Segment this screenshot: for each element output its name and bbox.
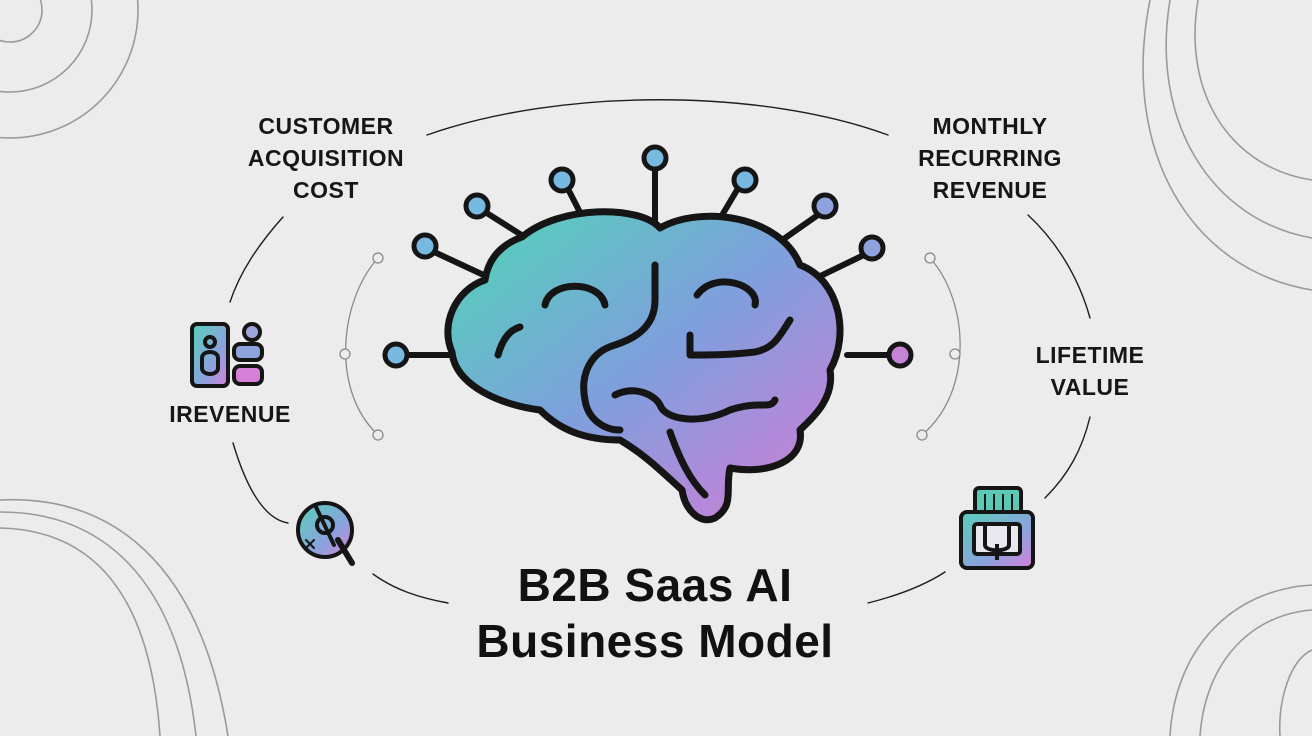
- decor-bottom-left-arcs: [0, 498, 229, 736]
- node-label-line: ACQUISITION: [247, 145, 405, 171]
- network-node: [731, 166, 759, 194]
- network-node: [886, 341, 914, 369]
- node-label-line: CUSTOMER: [258, 113, 394, 139]
- decor-top-right-arcs: [1142, 0, 1312, 291]
- network-node: [548, 166, 576, 194]
- node-label-line: REVENUE: [932, 177, 1048, 203]
- node-label-lifetime-value: LIFETIME VALUE: [1010, 339, 1170, 403]
- brain-folds: [494, 261, 794, 499]
- node-label-monthly-recurring-revenue: MONTHLY RECURRING REVENUE: [880, 110, 1100, 206]
- lock-device-icon: [959, 486, 1035, 570]
- node-label-line: VALUE: [1050, 374, 1130, 400]
- title-line-2: Business Model: [476, 615, 834, 667]
- magnifier-icon: [296, 501, 355, 566]
- node-label-revenue: IREVENUE: [150, 398, 310, 430]
- title-line-1: B2B Saas AI: [517, 559, 793, 611]
- inner-right-arc: [916, 252, 961, 441]
- node-label-customer-acquisition-cost: CUSTOMER ACQUISITION COST: [210, 110, 442, 206]
- node-label-line: LIFETIME: [1035, 342, 1145, 368]
- node-label-line: COST: [293, 177, 359, 203]
- network-node: [641, 144, 669, 172]
- network-node: [811, 192, 839, 220]
- brain-network-icon: [382, 144, 914, 524]
- inner-left-arc: [339, 252, 384, 441]
- brain-shape: [444, 208, 844, 524]
- network-node: [411, 232, 439, 260]
- network-node: [463, 192, 491, 220]
- node-label-line: IREVENUE: [169, 401, 291, 427]
- node-label-line: RECURRING: [918, 145, 1062, 171]
- decor-top-left-arcs: [0, 0, 139, 139]
- network-nodes: [382, 144, 914, 369]
- revenue-app-icon: [190, 322, 264, 388]
- network-node: [858, 234, 886, 262]
- decor-bottom-right-arcs: [1169, 584, 1312, 736]
- orbit-arcs: [229, 99, 1091, 604]
- node-label-line: MONTHLY: [932, 113, 1048, 139]
- diagram-title: B2B Saas AI Business Model: [400, 557, 910, 669]
- network-node: [382, 341, 410, 369]
